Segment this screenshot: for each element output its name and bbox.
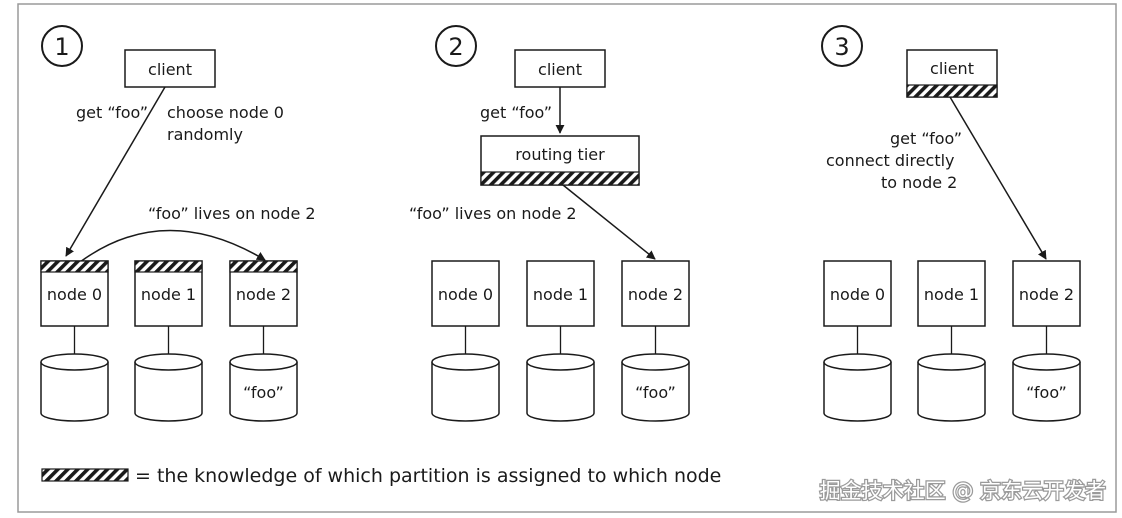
node-label: node 1 bbox=[924, 285, 979, 304]
database-key-label: “foo” bbox=[635, 383, 676, 402]
node-box: node 1 bbox=[917, 260, 986, 327]
database-cylinder: “foo” bbox=[621, 353, 690, 422]
request-label: get “foo” bbox=[480, 103, 552, 122]
client-box: client bbox=[514, 49, 606, 88]
panel-number-badge bbox=[821, 25, 863, 67]
routing-tier-label: routing tier bbox=[515, 145, 605, 164]
node-label: node 0 bbox=[438, 285, 493, 304]
database-cylinder: “foo” bbox=[229, 353, 298, 422]
client-box: client bbox=[124, 49, 216, 88]
panel-number: 2 bbox=[448, 33, 463, 61]
node-label: node 0 bbox=[47, 285, 102, 304]
watermark-text: 掘金技术社区 @ 京东云开发者 bbox=[820, 479, 1106, 503]
node-label: node 2 bbox=[628, 285, 683, 304]
legend-text: = the knowledge of which partition is as… bbox=[135, 465, 721, 487]
annotation-to-node: to node 2 bbox=[881, 173, 957, 192]
client-label: client bbox=[538, 60, 582, 79]
forward-arrow bbox=[79, 229, 266, 263]
panel-number-badge bbox=[435, 25, 477, 67]
panel-3: 3 client get “foo” connect directly to n… bbox=[821, 25, 1081, 422]
node-label: node 1 bbox=[533, 285, 588, 304]
request-label: get “foo” bbox=[890, 129, 962, 148]
node-label: node 1 bbox=[141, 285, 196, 304]
annotation-randomly: randomly bbox=[167, 125, 243, 144]
annotation-lives-on: “foo” lives on node 2 bbox=[148, 204, 316, 223]
node-box: node 1 bbox=[526, 260, 595, 327]
database-cylinder bbox=[823, 353, 892, 422]
database-cylinder bbox=[431, 353, 500, 422]
annotation-choose: choose node 0 bbox=[167, 103, 284, 122]
database-cylinder bbox=[917, 353, 986, 422]
panel-number: 3 bbox=[834, 33, 849, 61]
request-label: get “foo” bbox=[76, 103, 148, 122]
partition-knowledge-hatch bbox=[480, 171, 640, 186]
legend: = the knowledge of which partition is as… bbox=[41, 465, 721, 487]
annotation-lives-on: “foo” lives on node 2 bbox=[409, 204, 577, 223]
panel-1: 1 client get “foo” choose node 0 randoml… bbox=[40, 25, 316, 422]
database-cylinder bbox=[134, 353, 203, 422]
client-label: client bbox=[148, 60, 192, 79]
node-label: node 2 bbox=[236, 285, 291, 304]
partition-knowledge-hatch bbox=[40, 260, 109, 273]
partition-knowledge-hatch bbox=[229, 260, 298, 273]
annotation-connect-directly: connect directly bbox=[826, 151, 955, 170]
node-box: node 1 bbox=[134, 260, 203, 327]
database-key-label: “foo” bbox=[1026, 383, 1067, 402]
client-box: client bbox=[906, 49, 998, 98]
node-box: node 0 bbox=[40, 260, 109, 327]
node-box: node 2 bbox=[1012, 260, 1081, 327]
database-key-label: “foo” bbox=[243, 383, 284, 402]
legend-hatch-swatch bbox=[41, 468, 129, 482]
database-cylinder bbox=[40, 353, 109, 422]
client-label: client bbox=[930, 59, 974, 78]
panel-number: 1 bbox=[54, 33, 69, 61]
routing-tier-box: routing tier bbox=[480, 135, 640, 186]
node-label: node 2 bbox=[1019, 285, 1074, 304]
panel-2: 2 client get “foo” routing tier “foo” li… bbox=[409, 25, 690, 422]
node-box: node 2 bbox=[229, 260, 298, 327]
partition-knowledge-hatch bbox=[906, 84, 998, 98]
request-arrow bbox=[65, 86, 166, 257]
outer-frame bbox=[17, 3, 1117, 513]
panel-number-badge bbox=[41, 25, 83, 67]
database-cylinder bbox=[526, 353, 595, 422]
node-box: node 0 bbox=[823, 260, 892, 327]
node-box: node 0 bbox=[431, 260, 500, 327]
database-cylinder: “foo” bbox=[1012, 353, 1081, 422]
node-label: node 0 bbox=[830, 285, 885, 304]
partition-knowledge-hatch bbox=[134, 260, 203, 273]
direct-arrow bbox=[949, 96, 1047, 260]
routing-arrow bbox=[562, 184, 656, 260]
node-box: node 2 bbox=[621, 260, 690, 327]
